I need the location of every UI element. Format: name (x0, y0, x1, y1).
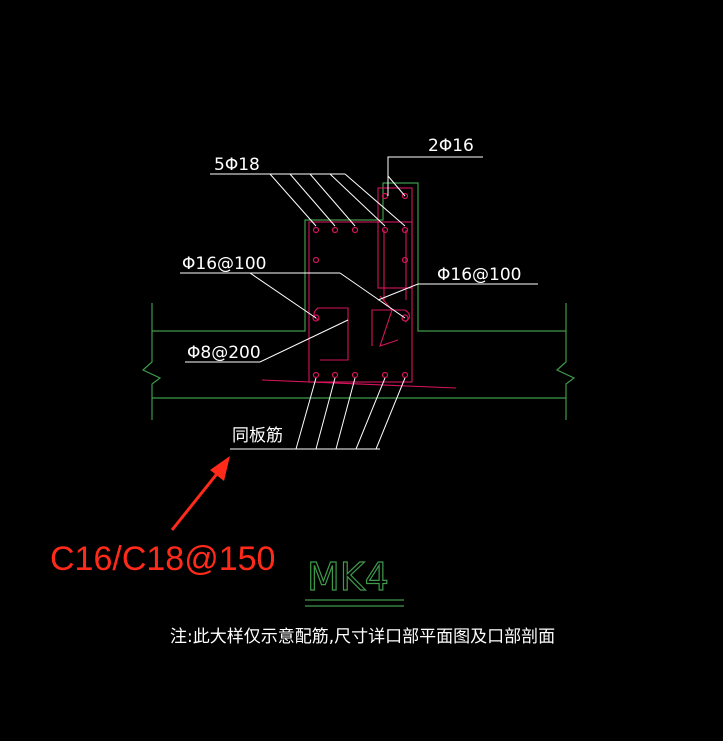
leader-line (344, 173, 406, 227)
leader-lines (180, 156, 538, 450)
bar-dot (312, 371, 320, 379)
leader-line (295, 377, 317, 450)
bar-dot (401, 226, 409, 234)
rebar-dots (312, 192, 409, 379)
bar-dot (351, 371, 359, 379)
label-right-stirrup: Φ16@100 (437, 265, 521, 285)
label-corner-bars: 2Φ16 (428, 136, 474, 156)
leader-line (289, 173, 336, 227)
leader-line (375, 377, 406, 450)
leader-line (315, 377, 336, 450)
diagonal-bar (379, 295, 399, 347)
label-top-bars: 5Φ18 (214, 155, 260, 175)
bar-dot (312, 256, 320, 264)
leader-line (269, 173, 317, 227)
drawing-note: 注:此大样仅示意配筋,尺寸详口部平面图及口部剖面 (170, 627, 555, 647)
bar-dot (401, 192, 409, 200)
bar-dot (381, 371, 389, 379)
leader-phi16-right (377, 283, 538, 301)
tie-bar (261, 379, 457, 389)
label-tie: Φ8@200 (187, 343, 261, 363)
leader-phi8 (185, 319, 349, 363)
left-hook-bar (313, 307, 349, 361)
beam-stirrup (308, 221, 413, 383)
bar-dot (401, 314, 409, 322)
leader-line (309, 173, 356, 227)
bar-dot (331, 226, 339, 234)
leader-line (387, 175, 406, 197)
label-left-stirrup: Φ16@100 (182, 254, 266, 274)
bar-dot (331, 371, 339, 379)
concrete-outline (141, 182, 576, 420)
label-slab-bars: 同板筋 (232, 426, 283, 446)
annotation-text: C16/C18@150 (50, 540, 275, 578)
bar-dot (312, 314, 320, 322)
leader-phi16-left (180, 272, 317, 319)
bar-dot (312, 226, 320, 234)
bar-dot (381, 226, 389, 234)
right-break-mark (555, 331, 576, 420)
leader-2phi16 (387, 156, 483, 196)
bar-dot (401, 256, 409, 264)
leader-line (355, 377, 386, 450)
rebar-group (261, 187, 457, 389)
left-break-mark (141, 331, 162, 420)
column-stirrup (377, 187, 413, 289)
leader-line (339, 272, 406, 319)
bar-dot (401, 371, 409, 379)
drawing-title: MK4 (307, 555, 389, 599)
leader-line (329, 173, 386, 227)
leader-line (335, 377, 356, 450)
bar-dot (351, 226, 359, 234)
slab-top-outline (151, 182, 567, 332)
annotation-arrow (170, 456, 230, 531)
